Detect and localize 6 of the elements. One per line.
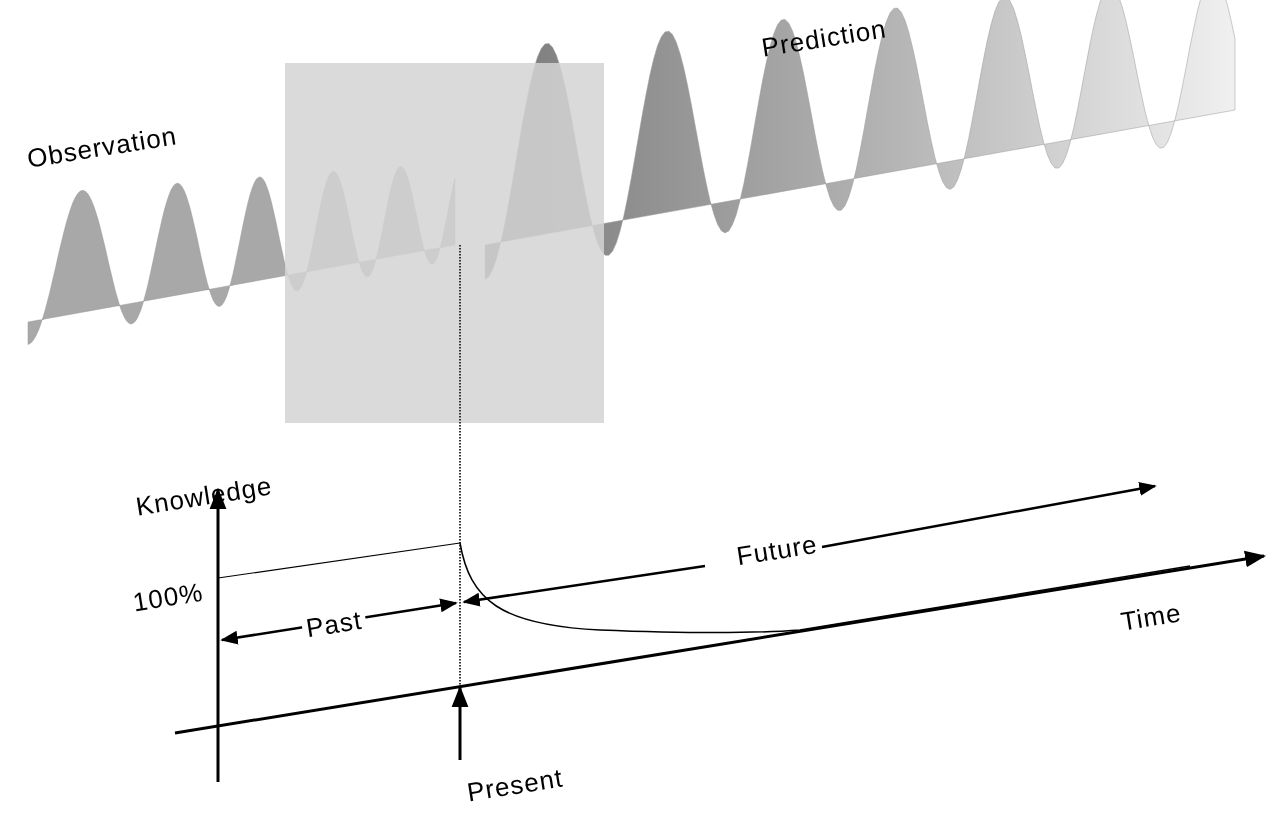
- wave-label: Observation: [25, 122, 179, 172]
- axis-label: Time: [1118, 599, 1184, 635]
- wave-label: Prediction: [759, 15, 889, 61]
- axis-label: Knowledge: [134, 472, 274, 520]
- marker-label: Present: [465, 764, 565, 806]
- tick-label: 100%: [131, 578, 205, 616]
